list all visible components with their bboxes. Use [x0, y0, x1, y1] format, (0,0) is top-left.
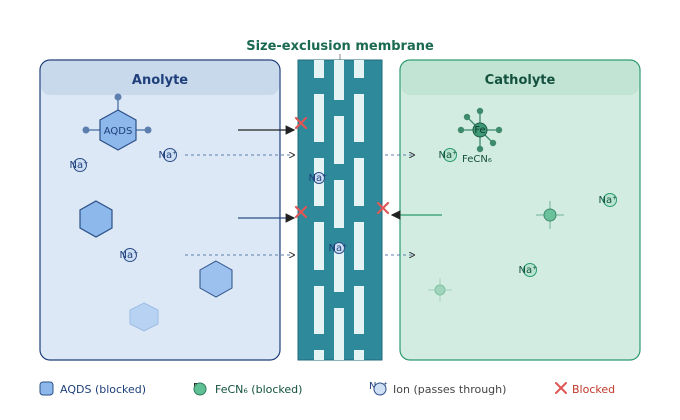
ion-label: Na⁺ — [309, 173, 328, 184]
ion-label: Na⁺ — [329, 243, 348, 254]
blocked-x-icon — [376, 201, 390, 215]
sodium-ion-icon: Na⁺ — [519, 263, 538, 277]
catholyte-panel: Catholyte Fe FeCN₆ — [399, 59, 641, 361]
sodium-ion-icon: Na⁺ — [70, 158, 89, 172]
sodium-ion-icon: Na⁺ — [159, 148, 178, 162]
legend-blocked-label: Blocked — [572, 383, 615, 396]
legend-fecn-label: FeCN₆ (blocked) — [215, 383, 302, 396]
iron-complex-icon — [536, 201, 564, 229]
anolyte-heading: Anolyte — [132, 73, 188, 88]
blocked-x-icon — [294, 116, 308, 130]
legend-fe-swatch — [193, 382, 207, 396]
sodium-ion-icon: Na⁺ — [309, 172, 328, 184]
iron-complex-icon — [428, 278, 452, 302]
hexagon-molecule-icon — [99, 109, 137, 151]
ion-label: Na⁺ — [159, 150, 178, 161]
sodium-ion-icon: Na⁺ — [120, 248, 139, 262]
legend-aqds-label: AQDS (blocked) — [60, 383, 146, 396]
aqds-molecule: AQDS — [82, 93, 152, 151]
legend-aqds-swatch — [39, 381, 54, 396]
ion-label: Na⁺ — [120, 250, 139, 261]
catholyte-heading: Catholyte — [485, 73, 556, 88]
sodium-ion-icon: Na⁺ — [329, 242, 348, 254]
ion-label: Na⁺ — [599, 195, 618, 206]
iron-complex-icon — [457, 107, 503, 153]
ion-label: Na⁺ — [519, 265, 538, 276]
blocked-x-icon — [555, 382, 567, 394]
sodium-ion-icon: Na⁺ — [439, 148, 458, 162]
hexagon-molecule-icon — [199, 260, 233, 298]
legend-ion-swatch — [373, 382, 387, 396]
fecn-label: FeCN₆ — [462, 154, 492, 165]
fe-label: Fe — [474, 125, 485, 136]
ion-label: Na⁺ — [70, 160, 89, 171]
hexagon-molecule-icon — [129, 302, 159, 332]
sodium-ion-icon: Na⁺ — [599, 193, 618, 207]
legend: AQDS (blocked) Fe FeCN₆ (blocked) Na⁺ Io… — [39, 381, 615, 396]
membrane: Na⁺ Na⁺ — [297, 59, 383, 361]
legend-ion-label: Ion (passes through) — [393, 383, 506, 396]
membrane-title: Size-exclusion membrane — [246, 39, 434, 54]
aqds-label: AQDS — [104, 126, 133, 137]
hexagon-molecule-icon — [79, 200, 113, 238]
blocked-x-icon — [294, 205, 308, 219]
ion-label: Na⁺ — [439, 150, 458, 161]
anolyte-panel: Anolyte AQDS Na⁺ Na⁺ Na⁺ — [39, 59, 281, 361]
